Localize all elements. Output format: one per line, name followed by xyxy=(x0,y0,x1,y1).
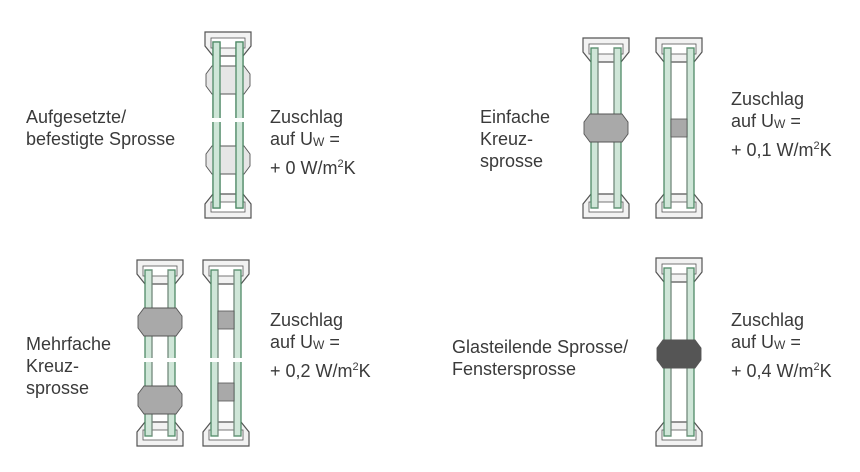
frame-cap-inner xyxy=(588,43,624,55)
label-line: Mehrfache xyxy=(26,334,112,354)
label-aufgesetzte: Aufgesetzte/ befestigte Sprosse xyxy=(26,106,175,150)
label-line: Aufgesetzte/ xyxy=(26,107,127,127)
glass-pane-right xyxy=(686,363,695,437)
glass-pane-left xyxy=(663,267,672,345)
figure-aufgesetzte xyxy=(204,31,252,219)
section-break xyxy=(202,358,250,362)
frame-cap-inner xyxy=(208,265,244,277)
frame-cap-inner xyxy=(142,265,178,277)
bar-inner xyxy=(217,382,235,402)
surcharge-einfache: Zuschlag auf UW = + 0,1 W/m2K xyxy=(731,88,832,161)
label-einfache: Einfache Kreuz- sprosse xyxy=(480,106,550,172)
surcharge-aufgesetzte: Zuschlag auf UW = + 0 W/m2K xyxy=(270,106,356,179)
label-glasteilende: Glasteilende Sprosse/ Fenstersprosse xyxy=(452,336,628,380)
figure-mehrfache-b xyxy=(202,259,250,447)
glass-pane-left xyxy=(212,41,221,209)
surcharge-mehrfache: Zuschlag auf UW = + 0,2 W/m2K xyxy=(270,309,371,382)
bar-inner xyxy=(670,118,688,138)
bar-profile xyxy=(137,307,183,337)
figure-mehrfache-a xyxy=(136,259,184,447)
surcharge-title: Zuschlag xyxy=(731,89,805,109)
frame-cap-inner xyxy=(208,429,244,441)
bar-profile xyxy=(656,339,702,369)
figure-einfache-b xyxy=(655,37,703,219)
surcharge-title: Zuschlag xyxy=(270,107,344,127)
frame-cap-inner xyxy=(588,201,624,213)
frame-cap-inner xyxy=(661,43,697,55)
label-line: Glasteilende Sprosse/ xyxy=(452,337,629,357)
surcharge-value: + 0,2 W/m2K xyxy=(270,361,371,381)
glass-pane-right xyxy=(235,41,244,209)
glass-pane-left xyxy=(210,269,219,437)
label-line: Einfache xyxy=(480,107,551,127)
label-line: sprosse xyxy=(480,151,544,171)
label-line: Fenstersprosse xyxy=(452,359,577,379)
bar-inner xyxy=(217,310,235,330)
surcharge-value: + 0,4 W/m2K xyxy=(731,361,832,381)
label-line: sprosse xyxy=(26,378,90,398)
surcharge-formula: auf UW = xyxy=(270,332,340,352)
glass-pane-left xyxy=(663,363,672,437)
surcharge-formula: auf UW = xyxy=(731,332,801,352)
label-line: Kreuz- xyxy=(26,356,80,376)
bar-profile xyxy=(583,113,629,143)
surcharge-formula: auf UW = xyxy=(270,129,340,149)
surcharge-glasteilende: Zuschlag auf UW = + 0,4 W/m2K xyxy=(731,309,832,382)
frame-cap-inner xyxy=(661,429,697,441)
glass-pane-left xyxy=(663,47,672,209)
frame-cap-inner xyxy=(661,263,697,275)
frame-cap-inner xyxy=(142,429,178,441)
glass-pane-right xyxy=(686,47,695,209)
label-mehrfache: Mehrfache Kreuz- sprosse xyxy=(26,333,111,399)
surcharge-title: Zuschlag xyxy=(270,310,344,330)
label-line: befestigte Sprosse xyxy=(26,129,176,149)
glass-pane-right xyxy=(686,267,695,345)
figure-glasteilende xyxy=(655,257,703,447)
frame-cap-inner xyxy=(661,201,697,213)
glass-pane-right xyxy=(233,269,242,437)
surcharge-formula: auf UW = xyxy=(731,111,801,131)
bar-profile xyxy=(137,385,183,415)
figure-einfache-a xyxy=(582,37,630,219)
frame-cap-inner xyxy=(210,201,246,213)
section-break xyxy=(204,118,252,122)
surcharge-value: + 0,1 W/m2K xyxy=(731,140,832,160)
surcharge-title: Zuschlag xyxy=(731,310,805,330)
section-break xyxy=(136,358,184,362)
label-line: Kreuz- xyxy=(480,129,534,149)
surcharge-value: + 0 W/m2K xyxy=(270,158,356,178)
frame-cap-inner xyxy=(210,37,246,49)
